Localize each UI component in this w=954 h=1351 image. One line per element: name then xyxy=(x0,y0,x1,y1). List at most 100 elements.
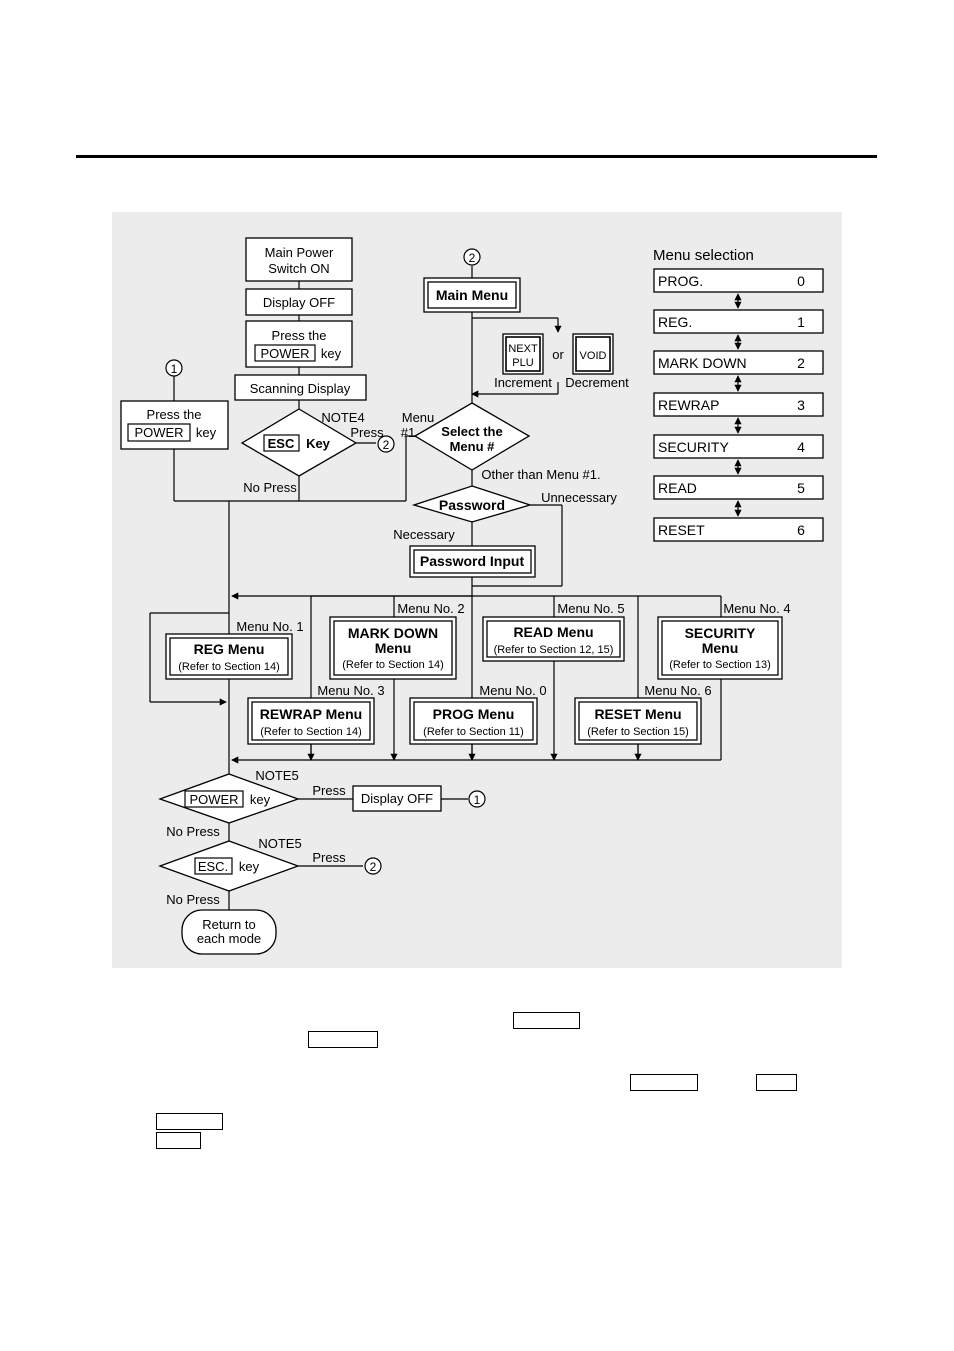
svg-text:key: key xyxy=(250,792,271,807)
svg-text:VOID: VOID xyxy=(580,350,607,362)
press-power-left-box: Press the POWER key xyxy=(120,400,229,450)
esc-end-decision: ESC. key xyxy=(158,840,300,892)
menu-number-label: Menu No. 0 xyxy=(479,683,546,698)
menu-selection-name: REWRAP xyxy=(658,397,719,413)
svg-text:Menu #: Menu # xyxy=(450,439,496,454)
note4-label: NOTE4 xyxy=(321,410,364,425)
menu-box-title: REG Menu xyxy=(194,641,265,657)
svg-text:Password: Password xyxy=(439,497,505,513)
menu-box-title: SECURITY xyxy=(685,625,756,641)
menu-selection-number: 3 xyxy=(797,397,805,413)
connector-1-icon: 1 xyxy=(165,359,183,377)
menu-selection-number: 2 xyxy=(797,355,805,371)
menu-box-title: Menu xyxy=(375,640,412,656)
menu-selection-number: 4 xyxy=(797,439,805,455)
svg-text:key: key xyxy=(239,859,260,874)
menu-box-rewrap: REWRAP Menu (Refer to Section 14) xyxy=(247,697,375,745)
main-power-box: Main Power Switch ON xyxy=(245,237,353,282)
menu-box-ref: (Refer to Section 14) xyxy=(260,726,362,738)
connector-2-top-icon: 2 xyxy=(463,248,481,266)
necessary-label: Necessary xyxy=(393,527,455,542)
other-than-menu1-label: Other than Menu #1. xyxy=(481,467,600,482)
press-power-box: Press the POWER key xyxy=(245,320,353,368)
svg-text:Switch ON: Switch ON xyxy=(268,261,329,276)
return-terminal: Return to each mode xyxy=(181,909,277,955)
svg-text:2: 2 xyxy=(383,438,390,452)
menu-selection-number: 0 xyxy=(797,273,805,289)
increment-label: Increment xyxy=(494,375,552,390)
menu-box-ref: (Refer to Section 11) xyxy=(423,726,524,738)
menu-number-label: Menu No. 4 xyxy=(723,601,790,616)
menu-box-title: Menu xyxy=(702,640,739,656)
menu-box-ref: (Refer to Section 15) xyxy=(587,726,689,738)
menu-selection-name: READ xyxy=(658,480,697,496)
svg-text:Display OFF: Display OFF xyxy=(263,295,335,310)
svg-text:Scanning Display: Scanning Display xyxy=(250,381,351,396)
power-press-label: Press xyxy=(312,783,346,798)
svg-text:Press the: Press the xyxy=(147,407,202,422)
next-plu-key-icon: NEXT PLU xyxy=(502,333,544,375)
blank-field xyxy=(513,1012,580,1029)
svg-text:1: 1 xyxy=(474,793,481,807)
header-rule xyxy=(76,155,877,158)
svg-text:ESC: ESC xyxy=(268,436,295,451)
menu-selection-item: REWRAP 3 xyxy=(653,392,824,417)
svg-text:2: 2 xyxy=(469,251,476,265)
blank-field xyxy=(756,1074,797,1091)
menu-box-title: READ Menu xyxy=(513,624,593,640)
menu-box-reset: RESET Menu(Refer to Section 15) xyxy=(574,697,702,745)
menu-selection-number: 5 xyxy=(797,480,805,496)
svg-text:Select the: Select the xyxy=(441,424,502,439)
power-key-icon xyxy=(254,344,316,362)
esc-press-label: Press xyxy=(350,425,384,440)
power-no-press-label: No Press xyxy=(166,824,220,839)
menu-selection-name: REG. xyxy=(658,314,692,330)
unnecessary-label: Unnecessary xyxy=(541,490,617,505)
connector-2-icon: 2 xyxy=(377,435,395,453)
menu-box-title: REWRAP Menu xyxy=(260,706,362,722)
menu1-num-label: #1 xyxy=(401,425,415,440)
menu-number-label: Menu No. 3 xyxy=(317,683,384,698)
menu-selection-name: SECURITY xyxy=(658,439,729,455)
svg-text:NEXT: NEXT xyxy=(508,343,538,355)
display-off-box: Display OFF xyxy=(245,288,353,316)
menu-number-label: Menu No. 6 xyxy=(644,683,711,698)
flow-lines xyxy=(149,266,722,910)
menu-box-read: READ Menu(Refer to Section 12, 15) xyxy=(482,616,625,662)
svg-text:POWER: POWER xyxy=(134,425,183,440)
menu-selection-item: PROG. 0 xyxy=(653,268,824,293)
password-input-box: Password Input xyxy=(409,545,536,578)
esc-press-end-label: Press xyxy=(312,850,346,865)
power-key-icon xyxy=(127,423,191,442)
menu-selection-name: PROG. xyxy=(658,273,703,289)
menu-box-ref: (Refer to Section 13) xyxy=(669,659,771,671)
connector-2-end-icon: 2 xyxy=(364,857,382,875)
decrement-label: Decrement xyxy=(565,375,629,390)
svg-text:Press the: Press the xyxy=(272,328,327,343)
svg-text:key: key xyxy=(196,425,217,440)
menu-selection-item: REG.1 xyxy=(653,309,824,334)
power-key-decision: POWER key xyxy=(158,773,300,824)
menu-selection-item: SECURITY 4 xyxy=(653,434,824,459)
power-key-icon xyxy=(184,790,244,808)
esc-no-press-label: No Press xyxy=(243,480,297,495)
esc-key-icon xyxy=(194,857,233,875)
svg-text:ESC.: ESC. xyxy=(198,859,228,874)
void-key-icon: VOID xyxy=(572,333,614,375)
menu-box-reg: REG Menu (Refer to Section 14) xyxy=(165,633,293,680)
menu-selection-name: RESET xyxy=(658,522,705,538)
menu-box-title: PROG Menu xyxy=(433,706,515,722)
svg-text:Key: Key xyxy=(306,436,331,451)
svg-text:Password Input: Password Input xyxy=(420,553,525,569)
svg-text:POWER: POWER xyxy=(260,346,309,361)
esc-key-decision: ESC Key xyxy=(240,408,358,477)
menu-box-ref: (Refer to Section 14) xyxy=(178,661,280,673)
menu-number-label: Menu No. 5 xyxy=(557,601,624,616)
blank-field xyxy=(156,1132,201,1149)
blank-field xyxy=(308,1031,378,1048)
